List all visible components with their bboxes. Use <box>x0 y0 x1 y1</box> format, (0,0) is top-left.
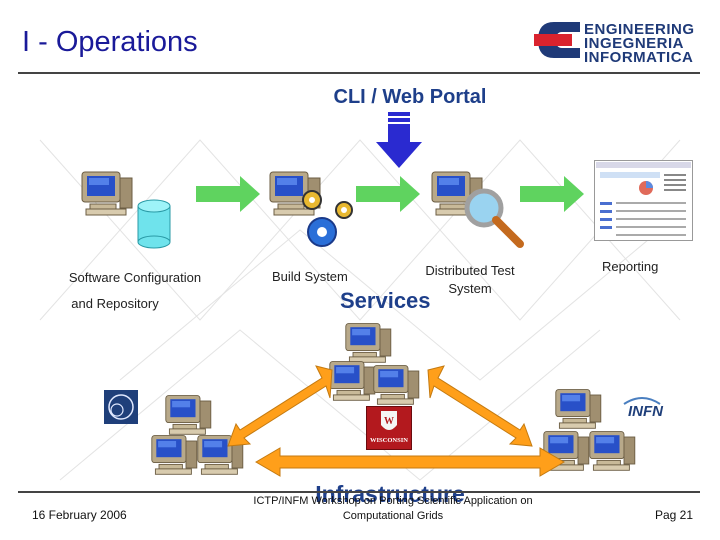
logo-line-3: INFORMATICA <box>584 49 694 66</box>
slide-title: I - Operations <box>22 26 198 58</box>
stage-repository-label-2: and Repository <box>71 296 159 311</box>
footer-event-line-1: ICTP/INFM Workshop on Porting Scientific… <box>253 495 533 507</box>
stage-test-label-1: Distributed Test <box>425 263 515 278</box>
logo-line-2: INGEGNERIA <box>584 35 685 52</box>
portal-label: CLI / Web Portal <box>333 86 487 108</box>
database-icon <box>137 199 171 249</box>
arrow-to-build-icon <box>196 176 260 212</box>
stage-reporting-label: Reporting <box>602 259 659 274</box>
infn-logo: INFN <box>622 396 682 426</box>
infn-logo-text: INFN <box>628 403 663 420</box>
footer-divider <box>18 491 700 493</box>
arrow-to-reporting-icon <box>520 176 584 212</box>
arrow-to-test-icon <box>356 176 420 212</box>
wisconsin-logo-text: WISCONSIN <box>370 437 408 444</box>
footer-event-line-2: Computational Grids <box>342 510 444 522</box>
grid-node-icon <box>373 365 420 405</box>
wisconsin-crest-icon: W <box>381 411 397 430</box>
engineering-logo-mark-icon <box>534 22 580 58</box>
title-divider <box>18 72 700 74</box>
stage-repository-label-1: Software Configuration <box>68 270 202 285</box>
cern-logo-icon <box>104 390 138 424</box>
svg-text:W: W <box>384 416 394 427</box>
reporting-screenshot-icon <box>594 160 693 241</box>
portal-down-arrow-icon <box>376 112 422 168</box>
grid-node-icon <box>197 435 244 475</box>
footer-date: 16 February 2006 <box>32 508 127 522</box>
stage-build-label: Build System <box>272 269 348 284</box>
wisconsin-logo: W WISCONSIN <box>366 406 412 450</box>
services-label: Services <box>340 288 431 313</box>
gears-icon <box>302 190 353 247</box>
infn-logo-mark-icon <box>623 397 661 405</box>
grid-node-icon <box>589 431 636 471</box>
magnifier-icon <box>464 188 524 248</box>
stage-test-label-2: System <box>448 281 492 296</box>
infrastructure-label: Infrastructure <box>315 481 465 507</box>
engineering-logo <box>532 20 582 60</box>
footer-page-number: Pag 21 <box>655 508 694 522</box>
logo-line-1: ENGINEERING <box>584 21 695 38</box>
